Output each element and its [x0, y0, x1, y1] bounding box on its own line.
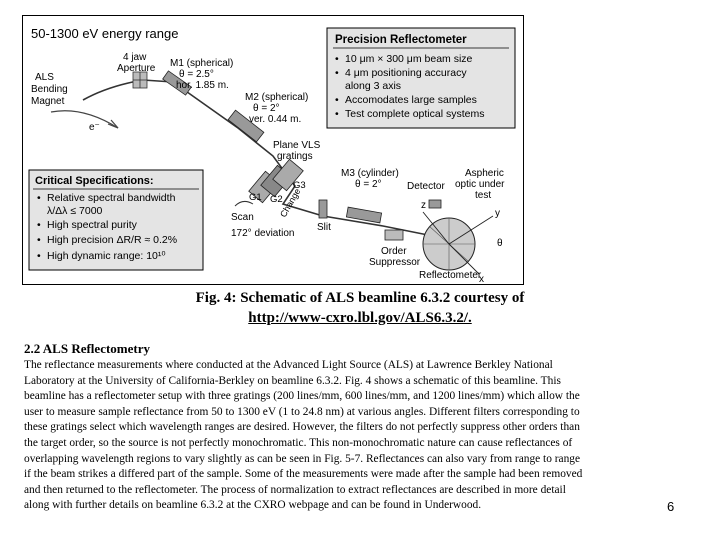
body-line: these gratings select which wavelength r…: [24, 421, 580, 434]
energy-range-title: 50-1300 eV energy range: [31, 26, 178, 41]
precision-item: Accomodates large samples: [345, 94, 477, 106]
section-title: 2.2 ALS Reflectometry: [24, 341, 150, 356]
critical-item: High dynamic range: 10¹⁰: [47, 250, 166, 262]
m1-label: hor. 1.85 m.: [176, 80, 229, 91]
precision-item: 4 μm positioning accuracy: [345, 67, 467, 79]
m1-label: θ = 2.5°: [179, 69, 214, 80]
axis-y-label: y: [495, 208, 500, 219]
slit-label: Slit: [317, 222, 331, 233]
scan-label: Scan: [231, 212, 254, 223]
critical-item: High spectral purity: [47, 219, 138, 231]
vls-gratings-label: gratings: [277, 151, 313, 162]
body-paragraph: The reflectance measurements where condu…: [24, 358, 664, 514]
body-line: along with further details on beamline 6…: [24, 499, 482, 512]
vls-gratings-icon: [248, 158, 304, 204]
scan-arrow-icon: [234, 200, 254, 207]
axis-theta-label: θ: [497, 238, 503, 249]
body-line: The reflectance measurements where condu…: [24, 359, 553, 371]
body-line: the target order, so the source is not p…: [24, 436, 573, 449]
g2-label: G2: [270, 194, 283, 205]
m2-label: θ = 2°: [253, 103, 280, 114]
axis-lines: [422, 211, 494, 275]
aspheric-label: optic under: [455, 179, 505, 190]
aperture-label: Aperture: [117, 63, 156, 74]
detector-label: Detector: [407, 181, 445, 192]
critical-specifications-box: Critical Specifications: • Relative spec…: [28, 169, 204, 271]
aperture-icon: [132, 71, 148, 89]
page-number: 6: [667, 499, 675, 514]
precision-item: Test complete optical systems: [345, 108, 484, 120]
reflectometer-label: Reflectometer: [419, 270, 482, 281]
order-suppressor-icon: [384, 229, 404, 241]
vls-gratings-label: Plane VLS: [273, 140, 321, 151]
detector-icon: [428, 199, 442, 209]
m3-mirror-icon: [345, 206, 383, 224]
m1-label: M1 (spherical): [170, 58, 233, 69]
body-line: and then returned to the reflectometer. …: [24, 483, 566, 496]
critical-box-title: Critical Specifications:: [35, 175, 154, 187]
order-suppressor-label: Suppressor: [369, 257, 421, 268]
svg-text:•: •: [37, 250, 41, 262]
als-label: ALS: [35, 72, 54, 83]
m2-label: ver. 0.44 m.: [249, 114, 301, 125]
electron-label: e⁻: [89, 122, 100, 133]
precision-reflectometer-box: Precision Reflectometer • 10 μm × 300 μm…: [326, 27, 516, 129]
svg-text:•: •: [37, 192, 41, 204]
svg-text:•: •: [335, 108, 339, 120]
critical-item: λ/Δλ ≤ 7000: [47, 205, 103, 217]
svg-text:•: •: [335, 67, 339, 79]
critical-item: High precision ΔR/R ≈ 0.2%: [47, 234, 177, 246]
m2-label: M2 (spherical): [245, 92, 308, 103]
order-suppressor-label: Order: [381, 246, 407, 257]
caption-line: Fig. 4: Schematic of ALS beamline 6.3.2 …: [195, 290, 525, 306]
svg-text:•: •: [37, 234, 41, 246]
precision-box-title: Precision Reflectometer: [335, 34, 467, 46]
precision-item: along 3 axis: [345, 80, 401, 92]
figure-caption: Fig. 4: Schematic of ALS beamline 6.3.2 …: [0, 288, 720, 328]
critical-item: Relative spectral bandwidth: [47, 192, 176, 204]
als-label: Magnet: [31, 96, 65, 107]
body-line: Laboratory at the University of Californ…: [24, 374, 561, 387]
svg-text:•: •: [37, 219, 41, 231]
slit-icon: [318, 199, 328, 219]
g3-label: G3: [293, 180, 306, 191]
als-label: Bending: [31, 84, 68, 95]
body-line: if the beam strikes a differed part of t…: [24, 468, 583, 481]
beamline-schematic-figure: 50-1300 eV energy range Precision Reflec…: [22, 15, 524, 285]
m3-label: M3 (cylinder): [341, 168, 399, 179]
aspheric-label: test: [475, 190, 491, 201]
aspheric-label: Aspheric: [465, 168, 504, 179]
axis-x-label: x: [479, 274, 484, 284]
svg-text:•: •: [335, 53, 339, 65]
precision-item: 10 μm × 300 μm beam size: [345, 53, 473, 65]
g1-label: G1: [249, 192, 262, 203]
bending-magnet-arc: [50, 110, 119, 129]
body-line: user to measure sample reflectance from …: [24, 405, 580, 418]
axis-z-label: z: [421, 200, 426, 211]
m3-label: θ = 2°: [355, 179, 382, 190]
body-line: overlapping wavelength regions to vary s…: [24, 452, 581, 465]
caption-link[interactable]: http://www-cxro.lbl.gov/ALS6.3.2/.: [248, 310, 472, 326]
m1-mirror-icon: [162, 70, 192, 96]
aperture-label: 4 jaw: [123, 52, 147, 63]
m2-mirror-icon: [227, 109, 265, 143]
svg-text:•: •: [335, 94, 339, 106]
body-line: beamline has a reflectometer setup with …: [24, 390, 580, 403]
deviation-label: 172° deviation: [231, 228, 295, 239]
electron-path-arrow: [107, 119, 119, 129]
